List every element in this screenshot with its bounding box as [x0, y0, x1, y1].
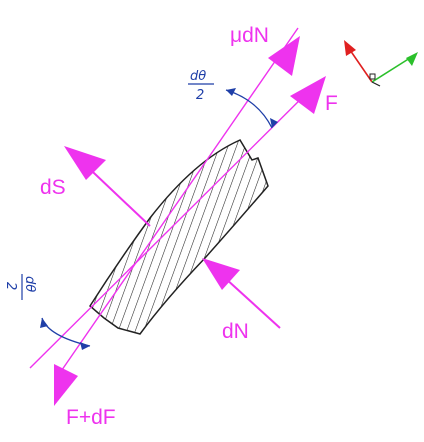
- angle-label-bottom: dθ 2: [3, 274, 37, 300]
- label-ds: dS: [40, 176, 66, 199]
- belt-element-body: [89, 139, 269, 335]
- label-mu-dn: μdN: [230, 24, 269, 47]
- angle-arc-top-arrow-b: [270, 118, 278, 128]
- angle-arc-top-arrow-a: [226, 88, 236, 96]
- tangent-line-lower: [54, 27, 299, 381]
- angle-label-bottom-denominator: 2: [3, 282, 18, 290]
- tangent-lines: [29, 27, 319, 381]
- axis-red-shaft: [349, 49, 373, 83]
- label-dn: dN: [222, 320, 249, 343]
- label-f: F: [325, 92, 338, 115]
- angle-label-top-denominator: 2: [196, 88, 204, 103]
- tangent-line-upper: [29, 81, 319, 369]
- dn-arrowhead: [202, 258, 240, 290]
- axis-red-arrowhead: [344, 40, 356, 56]
- force-arrows: [54, 36, 326, 406]
- mu-dn-arrowhead: [268, 36, 300, 76]
- angle-label-bottom-numerator: dθ: [22, 276, 37, 292]
- angle-arc-bottom-arrow-a: [40, 318, 48, 328]
- belt-element: [89, 139, 269, 335]
- axis-green-arrowhead: [406, 52, 418, 66]
- f-plus-df-arrowhead: [54, 364, 78, 406]
- axis-right-angle-marker: [369, 73, 376, 80]
- angle-arc-bottom-arrow-b: [80, 342, 90, 350]
- ds-arrowhead: [64, 146, 106, 180]
- axis-green-shaft: [371, 57, 411, 83]
- orientation-axes-icon: [344, 40, 418, 87]
- label-f-plus-df: F+dF: [66, 406, 116, 429]
- angle-label-top: dθ 2: [188, 69, 214, 103]
- force-labels: μdN F dS dN F+dF: [40, 24, 338, 429]
- axis-black-shaft: [371, 81, 381, 87]
- f-arrowhead: [290, 76, 326, 114]
- angle-arcs: [40, 88, 278, 350]
- angle-label-top-numerator: dθ: [190, 69, 206, 84]
